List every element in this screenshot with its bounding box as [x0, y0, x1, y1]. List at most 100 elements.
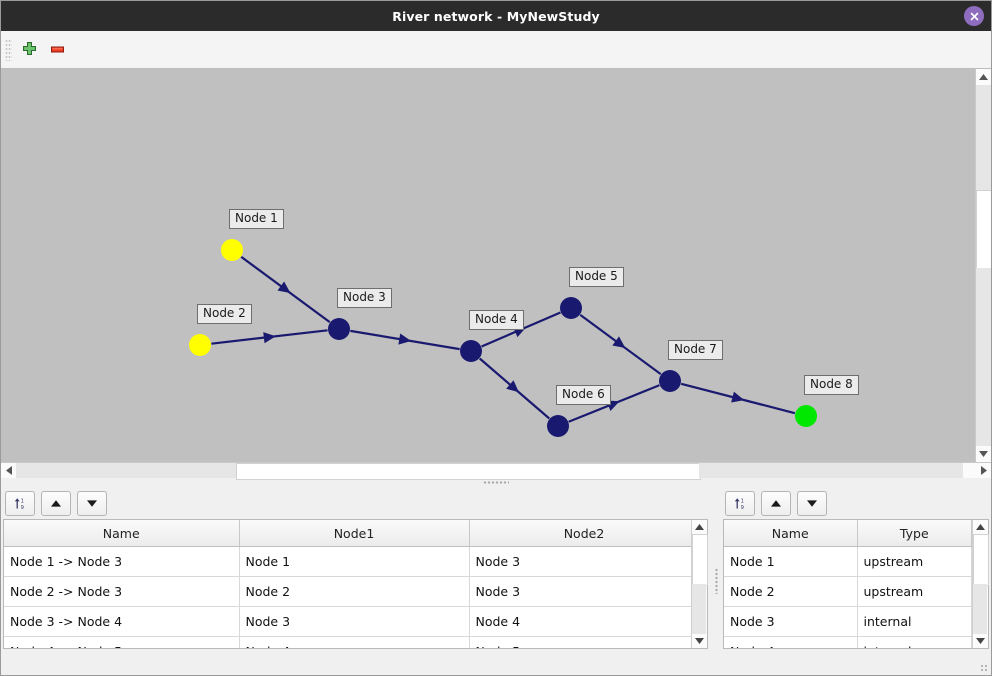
- reach-cell[interactable]: Node 4: [469, 606, 691, 637]
- graph-node-label-node4[interactable]: Node 4: [469, 310, 524, 330]
- reach-cell[interactable]: Node 5: [469, 636, 691, 648]
- nodes-scroll-up-icon[interactable]: [973, 520, 987, 534]
- node-cell[interactable]: Node 1: [724, 546, 858, 577]
- network-canvas[interactable]: Node 1 Node 2 Node 3 Node 4 Node 5 Node 6 Node…: [1, 69, 991, 462]
- network-graph[interactable]: [1, 69, 978, 462]
- graph-node-label-node8[interactable]: Node 8: [804, 375, 859, 395]
- reach-column-header[interactable]: Name: [4, 520, 240, 547]
- graph-node-label-node6[interactable]: Node 6: [556, 385, 611, 405]
- reaches-scroll-track[interactable]: [692, 584, 706, 634]
- reach-cell[interactable]: Node 1: [239, 546, 470, 577]
- reaches-scroll-down-icon[interactable]: [692, 634, 706, 648]
- scroll-track-lower[interactable]: [976, 268, 991, 446]
- reach-cell[interactable]: Node 3: [239, 606, 470, 637]
- reach-column-header[interactable]: Node2: [469, 520, 691, 547]
- node-cell[interactable]: internal: [857, 606, 973, 637]
- window-title: River network - MyNewStudy: [392, 8, 600, 24]
- move-node-up-button[interactable]: [761, 490, 791, 516]
- graph-node-label-node7[interactable]: Node 7: [668, 340, 723, 360]
- sort-nodes-button[interactable]: 1 9: [725, 490, 755, 516]
- move-node-down-button[interactable]: [797, 490, 827, 516]
- nodes-vscroll-thumb[interactable]: [973, 534, 990, 586]
- node-column-header[interactable]: Name: [724, 520, 858, 547]
- node-cell[interactable]: upstream: [857, 576, 973, 607]
- remove-node-button[interactable]: [43, 36, 71, 64]
- hscroll-track-right[interactable]: [699, 463, 963, 478]
- sort-reaches-button[interactable]: 1 9: [5, 490, 35, 516]
- node-column-header[interactable]: Type: [857, 520, 973, 547]
- node-cell[interactable]: Node 4: [724, 636, 858, 648]
- scroll-down-icon[interactable]: [976, 446, 991, 462]
- node-row[interactable]: Node 4internal: [724, 636, 973, 648]
- reach-cell[interactable]: Node 1 -> Node 3: [4, 546, 240, 577]
- edge-arrow-icon: [263, 332, 276, 344]
- horizontal-splitter[interactable]: [1, 478, 991, 487]
- nodes-scroll-down-icon[interactable]: [973, 634, 987, 648]
- reaches-vscroll-thumb[interactable]: [692, 534, 708, 586]
- scroll-up-icon[interactable]: [976, 69, 991, 85]
- move-reach-up-button[interactable]: [41, 490, 71, 516]
- node-cell[interactable]: Node 3: [724, 606, 858, 637]
- graph-node-node5[interactable]: [560, 297, 582, 319]
- reach-cell[interactable]: Node 3 -> Node 4: [4, 606, 240, 637]
- graph-node-node6[interactable]: [547, 415, 569, 437]
- graph-node-node4[interactable]: [460, 340, 482, 362]
- nodes-toolbar: 1 9: [721, 487, 991, 519]
- scroll-track-upper[interactable]: [976, 85, 991, 190]
- close-icon[interactable]: [964, 6, 984, 26]
- sort-icon: 1 9: [14, 497, 23, 511]
- graph-node-node2[interactable]: [189, 334, 211, 356]
- reach-cell[interactable]: Node 4 -> Node 5: [4, 636, 240, 648]
- graph-node-label-node2[interactable]: Node 2: [197, 304, 252, 324]
- reach-cell[interactable]: Node 3: [469, 576, 691, 607]
- node-cell[interactable]: upstream: [857, 546, 973, 577]
- reaches-vertical-scrollbar[interactable]: [691, 520, 708, 648]
- canvas-horizontal-scrollbar[interactable]: [1, 462, 991, 480]
- canvas-vertical-scrollbar[interactable]: [975, 69, 991, 462]
- graph-node-node7[interactable]: [659, 370, 681, 392]
- graph-node-label-node1[interactable]: Node 1: [229, 209, 284, 229]
- add-node-button[interactable]: [15, 36, 43, 64]
- canvas-hscroll-thumb[interactable]: [236, 463, 701, 480]
- reach-cell[interactable]: Node 2 -> Node 3: [4, 576, 240, 607]
- vertical-splitter[interactable]: [711, 487, 721, 675]
- graph-node-label-node3[interactable]: Node 3: [337, 288, 392, 308]
- close-glyph: [970, 12, 978, 20]
- reach-cell[interactable]: Node 3: [469, 546, 691, 577]
- nodes-vertical-scrollbar[interactable]: [972, 520, 990, 648]
- edge-arrow-icon: [612, 336, 626, 349]
- reach-cell[interactable]: Node 4: [239, 636, 470, 648]
- node-cell[interactable]: Node 2: [724, 576, 858, 607]
- graph-node-node3[interactable]: [328, 318, 350, 340]
- edge-arrow-icon: [731, 391, 745, 403]
- move-reach-down-button[interactable]: [77, 490, 107, 516]
- resize-grip-icon[interactable]: [980, 664, 988, 672]
- hscroll-track-left[interactable]: [16, 463, 236, 478]
- graph-node-node8[interactable]: [795, 405, 817, 427]
- graph-node-label-node5[interactable]: Node 5: [569, 267, 624, 287]
- reaches-toolbar: 1 9: [1, 487, 711, 519]
- reaches-scroll-up-icon[interactable]: [692, 520, 706, 534]
- graph-node-node1[interactable]: [221, 239, 243, 261]
- node-cell[interactable]: internal: [857, 636, 973, 648]
- scroll-right-icon[interactable]: [976, 463, 991, 478]
- scroll-left-icon[interactable]: [1, 463, 16, 478]
- nodes-scroll-track[interactable]: [973, 584, 988, 634]
- canvas-vscroll-thumb[interactable]: [976, 190, 991, 270]
- toolbar-grip[interactable]: [5, 38, 12, 61]
- reach-cell[interactable]: Node 2: [239, 576, 470, 607]
- reach-column-header[interactable]: Node1: [239, 520, 470, 547]
